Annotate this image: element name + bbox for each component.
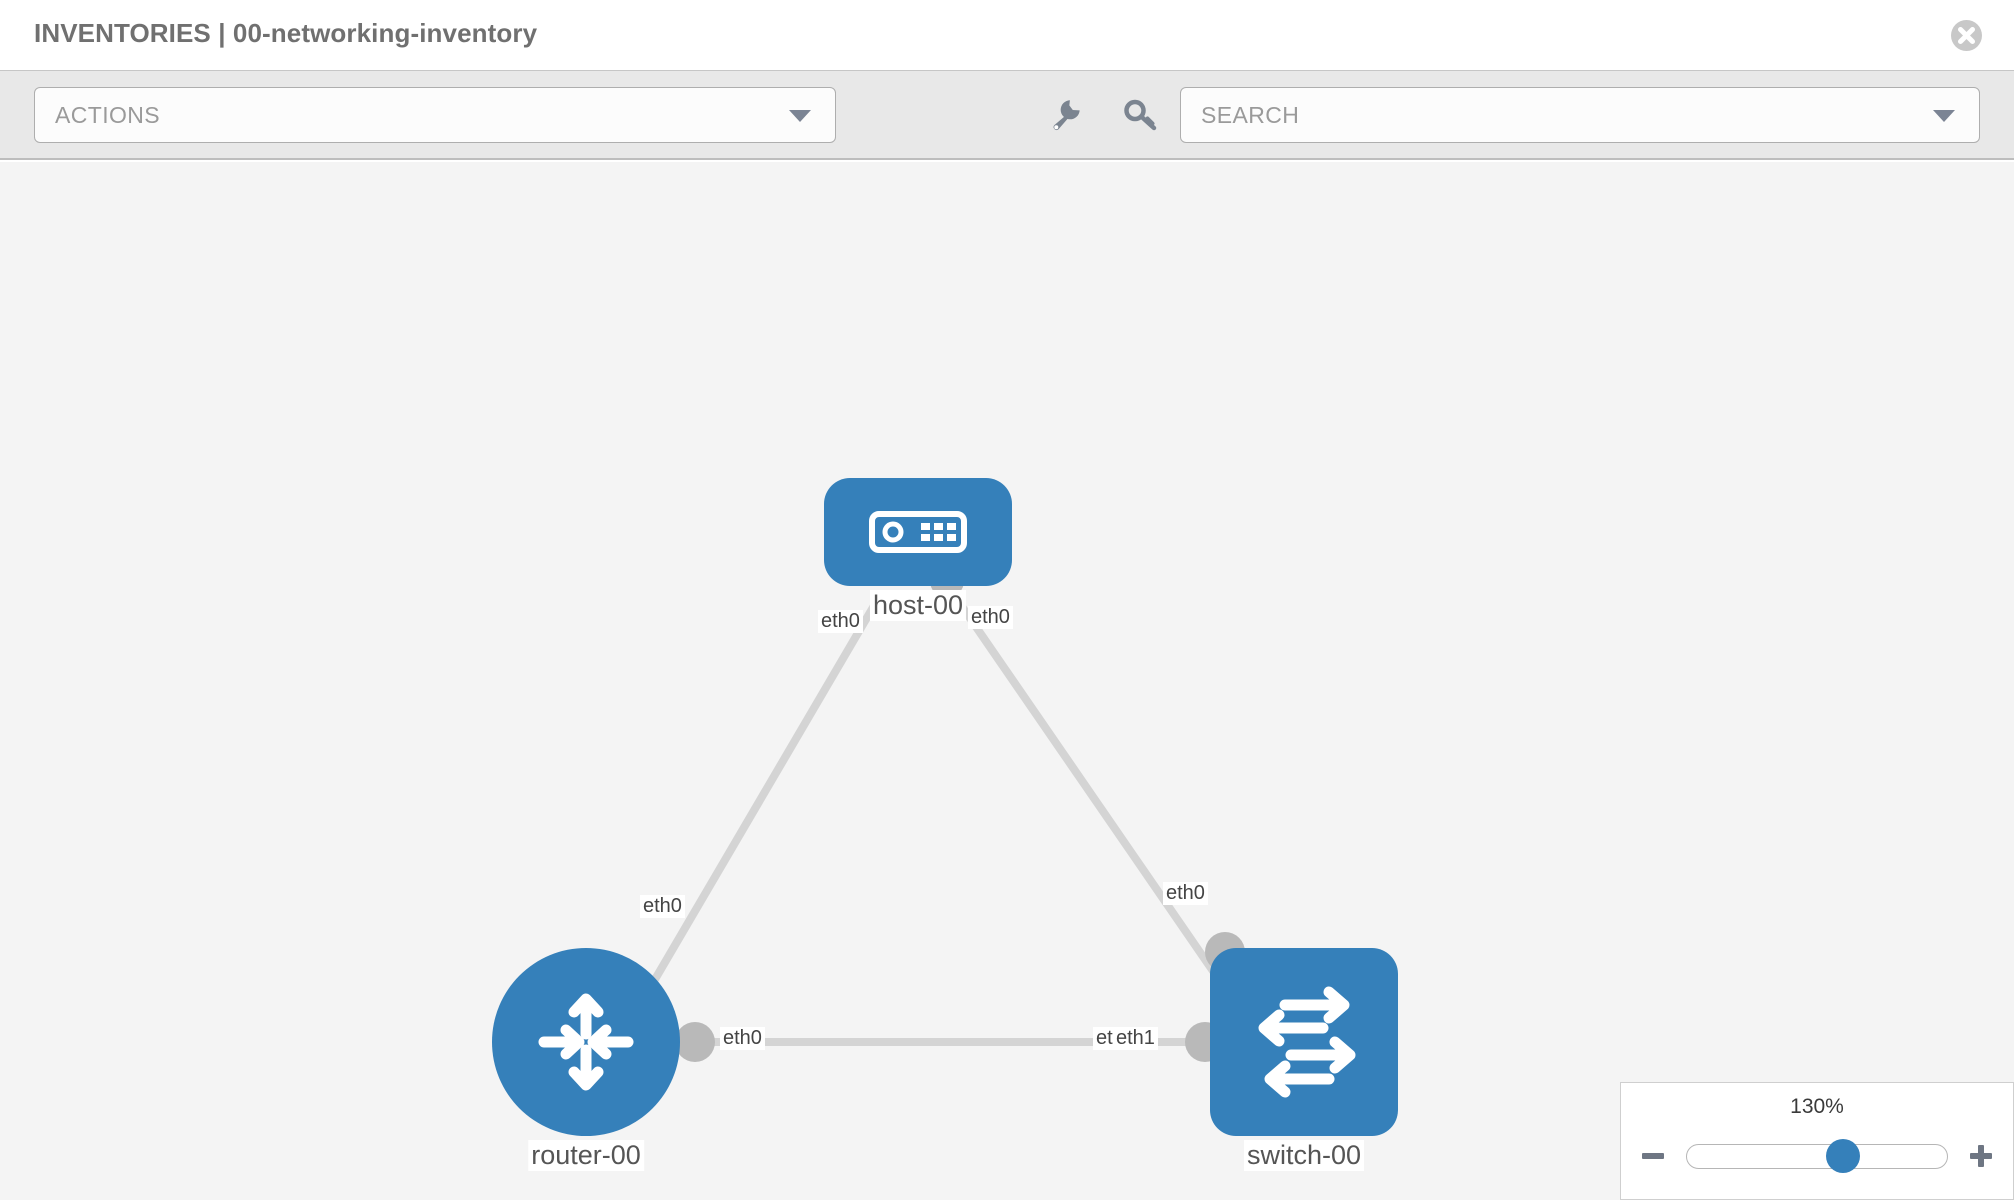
chevron-down-icon bbox=[789, 110, 811, 122]
switch-arrows-icon bbox=[1258, 986, 1356, 1098]
zoom-slider-track[interactable] bbox=[1686, 1139, 1948, 1173]
zoom-control-panel: 130% bbox=[1620, 1082, 2014, 1200]
node-host-00-shape bbox=[824, 478, 1012, 586]
plus-icon bbox=[1970, 1145, 1992, 1167]
actions-dropdown-label: ACTIONS bbox=[55, 101, 161, 128]
wrench-button[interactable] bbox=[1045, 95, 1085, 135]
actions-dropdown[interactable]: ACTIONS bbox=[34, 87, 836, 143]
server-device-icon bbox=[869, 511, 967, 553]
toolbar: ACTIONS bbox=[0, 70, 2014, 160]
topology-edges bbox=[626, 589, 1219, 1046]
edge-label-switch-eth0-uplink: eth0 bbox=[1163, 882, 1208, 905]
node-switch-00-label: switch-00 bbox=[1243, 1140, 1365, 1171]
wrench-icon bbox=[1053, 100, 1080, 130]
search-chevron-down-icon[interactable] bbox=[1933, 110, 1955, 122]
edge-label-host-eth0-right: eth0 bbox=[968, 606, 1013, 629]
key-icon bbox=[1124, 99, 1157, 131]
port-nub-router-eth0[interactable] bbox=[675, 1022, 715, 1062]
zoom-slider-thumb[interactable] bbox=[1826, 1139, 1860, 1173]
node-host-00-label: host-00 bbox=[869, 590, 967, 621]
node-switch-00[interactable]: switch-00 bbox=[1210, 948, 1398, 1171]
node-router-00-label: router-00 bbox=[528, 1140, 644, 1171]
edge-label-router-eth0-uplink: eth0 bbox=[640, 895, 685, 918]
zoom-in-button[interactable] bbox=[1964, 1139, 1998, 1173]
edge-host-router[interactable] bbox=[626, 589, 886, 1025]
search-field[interactable] bbox=[1180, 87, 1980, 143]
toolbar-icon-group bbox=[1045, 87, 1161, 143]
edge-label-host-eth0-left: eth0 bbox=[818, 610, 863, 633]
page-title: INVENTORIES | 00-networking-inventory bbox=[34, 18, 538, 48]
edge-label-switch-eth1: eth1 bbox=[1113, 1027, 1158, 1050]
edge-host-switch[interactable] bbox=[948, 589, 1219, 977]
node-switch-00-shape bbox=[1210, 948, 1398, 1136]
zoom-control-row bbox=[1621, 1131, 2013, 1181]
router-arrows-icon bbox=[538, 993, 634, 1091]
node-router-00-shape bbox=[492, 948, 680, 1136]
node-router-00[interactable]: router-00 bbox=[492, 948, 680, 1171]
close-button[interactable] bbox=[1951, 20, 1982, 51]
close-icon bbox=[1958, 27, 1975, 44]
minus-icon bbox=[1642, 1153, 1664, 1159]
edge-label-router-eth0: eth0 bbox=[720, 1027, 765, 1050]
zoom-out-button[interactable] bbox=[1636, 1139, 1670, 1173]
topology-canvas[interactable]: host-00 bbox=[0, 162, 2014, 1200]
node-host-00[interactable]: host-00 bbox=[824, 478, 1012, 621]
zoom-level-value: 130% bbox=[1790, 1095, 1844, 1118]
search-input[interactable] bbox=[1201, 101, 1901, 129]
key-button[interactable] bbox=[1121, 95, 1161, 135]
page-header: INVENTORIES | 00-networking-inventory bbox=[0, 0, 2014, 70]
